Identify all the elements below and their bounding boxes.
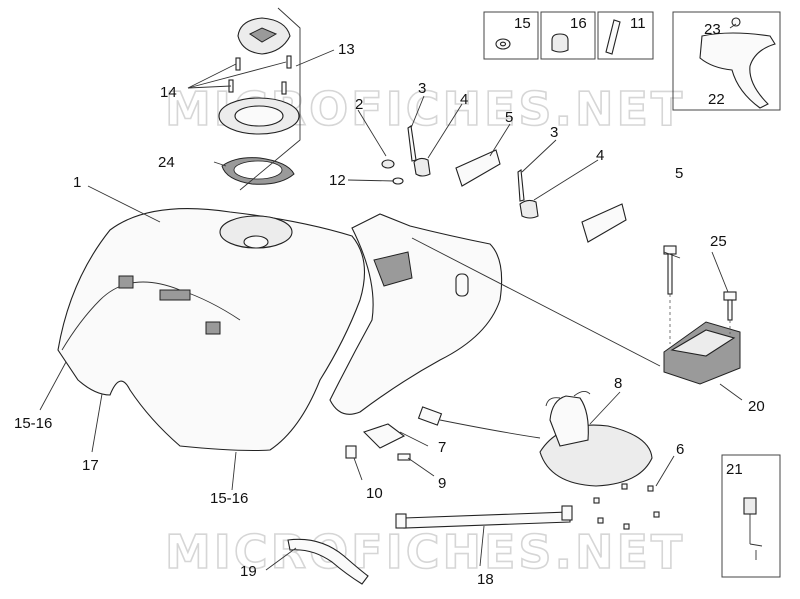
label-24: 24 xyxy=(158,154,175,171)
dashed-alignment-lines xyxy=(669,294,731,344)
label-15-16-left: 15-16 xyxy=(14,415,52,432)
watermark-bottom: MICROFICHES.NET xyxy=(165,525,685,579)
label-23: 23 xyxy=(704,21,721,38)
part-filler-ring-inner xyxy=(234,105,284,127)
label-21: 21 xyxy=(726,461,743,478)
part-7-connector xyxy=(417,406,443,426)
part-19-hose xyxy=(287,538,369,585)
part-14-screw-a xyxy=(235,57,241,71)
part-8-pump-body xyxy=(549,395,589,447)
tank-support-frame xyxy=(329,213,503,415)
part-25-screw-head-b xyxy=(723,291,737,301)
part-6-screws xyxy=(593,483,660,530)
part-12-washer xyxy=(392,177,404,185)
label-15: 15 xyxy=(514,15,531,32)
inset-box-22-23 xyxy=(672,11,781,111)
inset-box-16 xyxy=(540,11,596,60)
part-9-screw xyxy=(397,453,411,461)
part-23-screw xyxy=(731,17,741,27)
part-16-grommet xyxy=(551,33,569,53)
part-7-bracket xyxy=(362,423,406,449)
label-3-upper: 3 xyxy=(418,80,426,97)
part-21-sensor-head xyxy=(743,497,757,515)
part-20-control-unit-top xyxy=(670,329,736,357)
label-9: 9 xyxy=(438,475,446,492)
label-15-16-bottom: 15-16 xyxy=(210,490,248,507)
label-11: 11 xyxy=(630,15,646,32)
part-5-clip-upper xyxy=(455,149,501,187)
part-4-spacer-upper xyxy=(413,157,431,177)
part-14-screw-b xyxy=(286,55,292,69)
part-11-bolt xyxy=(605,19,621,55)
part-4-spacer-lower xyxy=(519,199,539,219)
label-4-lower: 4 xyxy=(596,147,604,164)
leader-lines xyxy=(39,7,743,571)
part-24-gasket-hole xyxy=(233,160,283,180)
part-22-bracket xyxy=(699,32,776,109)
part-25-screw-shank-b xyxy=(727,299,733,321)
part-13-cap-top xyxy=(249,27,278,43)
label-19: 19 xyxy=(240,563,257,580)
label-13: 13 xyxy=(338,41,355,58)
part-3-bolt-lower xyxy=(517,169,525,202)
callout-labels: 1 2 3 3 4 4 5 5 6 7 8 9 10 11 12 13 14 1… xyxy=(14,15,765,588)
label-5-lower: 5 xyxy=(675,165,683,182)
label-16: 16 xyxy=(570,15,587,32)
part-5-clip-lower xyxy=(581,203,627,243)
label-12: 12 xyxy=(329,172,346,189)
label-8: 8 xyxy=(614,375,622,392)
frame-slot xyxy=(455,273,469,297)
part-8-pump-pipes xyxy=(545,391,591,407)
part-2-washer xyxy=(381,159,395,169)
label-18: 18 xyxy=(477,571,494,588)
tank-slot-c xyxy=(205,321,221,335)
label-3-lower: 3 xyxy=(550,124,558,141)
label-10: 10 xyxy=(366,485,383,502)
label-6: 6 xyxy=(676,441,684,458)
tank-slot-b xyxy=(159,289,191,301)
label-7: 7 xyxy=(438,439,446,456)
part-21-sensor-wire xyxy=(749,514,763,560)
label-25: 25 xyxy=(710,233,727,250)
label-5-upper: 5 xyxy=(505,109,513,126)
label-2: 2 xyxy=(355,96,363,113)
inset-box-21 xyxy=(721,454,781,578)
tank-filler-hole xyxy=(243,235,269,249)
part-18-hose-end-right xyxy=(561,505,573,521)
tank-slot-a xyxy=(118,275,134,289)
label-14: 14 xyxy=(160,84,177,101)
part-14-screw-d xyxy=(281,81,287,95)
frame-opening xyxy=(373,251,413,287)
label-20: 20 xyxy=(748,398,765,415)
part-10-clip xyxy=(345,445,357,459)
label-17: 17 xyxy=(82,457,99,474)
part-18-hose-end-left xyxy=(395,513,407,529)
inset-box-15 xyxy=(483,11,539,60)
label-1: 1 xyxy=(73,174,81,191)
part-25-screw-shank-a xyxy=(667,253,673,295)
part-7-wire xyxy=(439,419,541,439)
label-4-upper: 4 xyxy=(460,91,468,108)
inset-box-11 xyxy=(597,11,654,60)
label-22: 22 xyxy=(708,91,725,108)
part-15-washer-hole xyxy=(499,41,507,47)
